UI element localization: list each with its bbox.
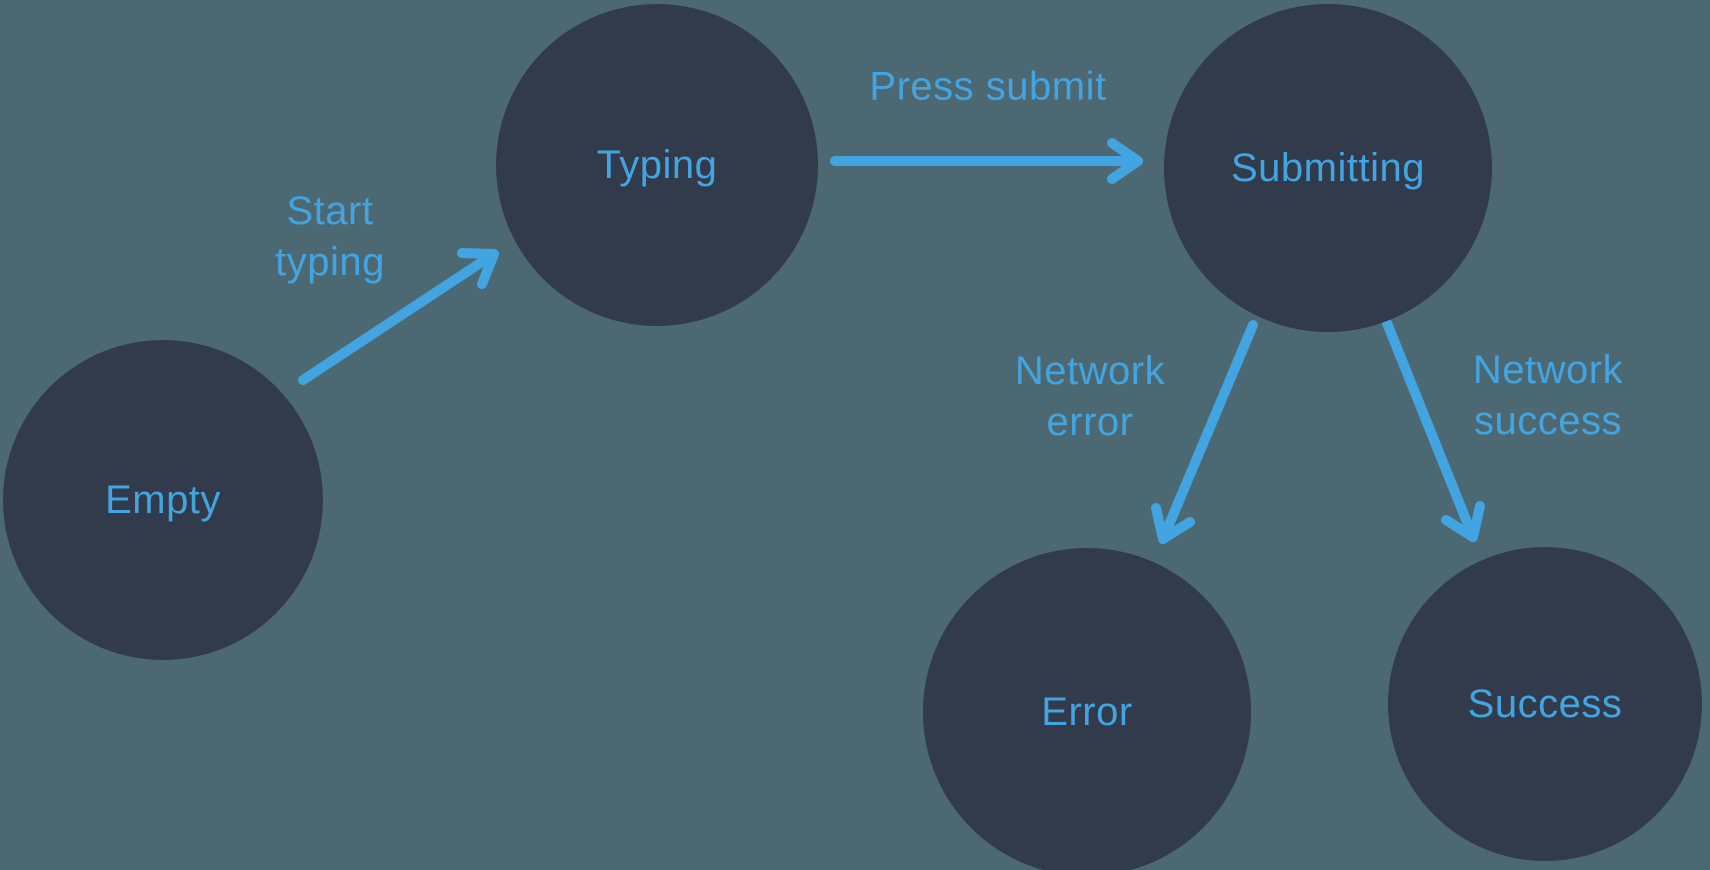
state-node-empty: Empty xyxy=(3,340,323,660)
edge-label-line: Network xyxy=(1014,349,1166,393)
state-node-label-error: Error xyxy=(1041,689,1133,734)
state-node-success: Success xyxy=(1388,547,1702,861)
arrow-typing-to-submitting xyxy=(830,138,1143,184)
edge-label-start-typing: Start typing xyxy=(275,186,385,288)
edge-label-press-submit: Press submit xyxy=(869,62,1106,113)
arrow-shaft xyxy=(1382,318,1478,542)
edge-label-line: typing xyxy=(275,240,385,284)
edge-label-line: Start xyxy=(286,189,374,233)
state-node-label-success: Success xyxy=(1467,681,1623,726)
state-node-typing: Typing xyxy=(496,4,818,326)
arrow-empty-to-typing xyxy=(298,248,499,385)
arrow-submitting-to-error xyxy=(1151,320,1258,544)
state-node-error: Error xyxy=(923,548,1251,870)
edge-label-line: Press submit xyxy=(869,64,1107,109)
edge-label-network-success: Network success xyxy=(1473,345,1623,447)
edge-label-line: success xyxy=(1473,399,1622,443)
state-node-label-submitting: Submitting xyxy=(1231,145,1425,190)
edge-label-line: error xyxy=(1046,400,1134,444)
state-node-label-empty: Empty xyxy=(105,477,221,522)
arrowhead-icon xyxy=(1151,503,1195,544)
arrow-shaft xyxy=(1158,320,1258,544)
arrowhead-icon xyxy=(457,248,499,289)
arrow-submitting-to-success xyxy=(1382,318,1485,542)
edge-label-line: Network xyxy=(1472,348,1624,392)
arrowhead-icon xyxy=(1107,138,1143,184)
state-node-label-typing: Typing xyxy=(596,142,718,187)
state-node-submitting: Submitting xyxy=(1164,4,1492,332)
arrow-shaft xyxy=(298,249,499,385)
edge-label-network-error: Network error xyxy=(1015,346,1165,448)
arrowhead-icon xyxy=(1441,501,1485,542)
